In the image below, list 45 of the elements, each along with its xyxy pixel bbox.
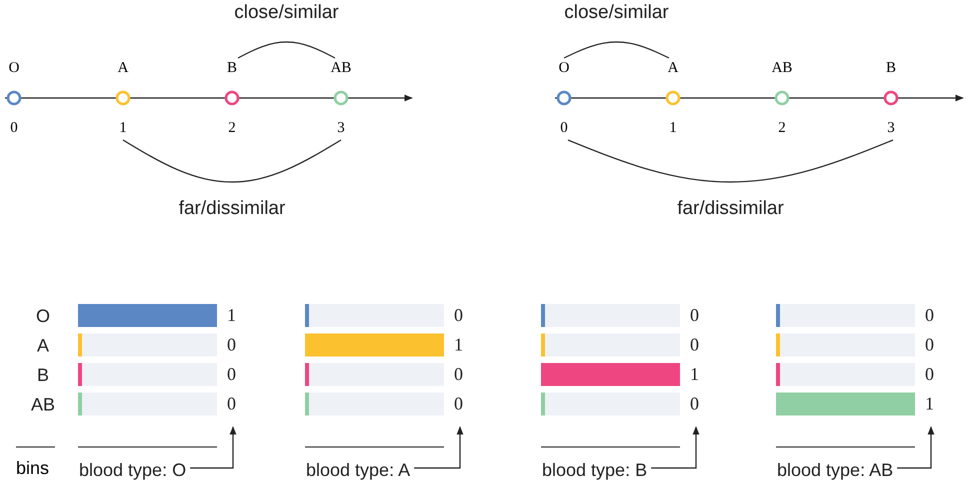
value-label: 0: [454, 305, 463, 325]
value-label: 0: [690, 305, 699, 325]
similarity-arc: [238, 41, 336, 59]
axis-title: blood type: AB: [777, 460, 894, 480]
position-number: 1: [118, 120, 128, 136]
value-label: 0: [925, 305, 934, 325]
value-label: 1: [454, 334, 463, 354]
value-label: 0: [690, 394, 699, 414]
axis-title: blood type: A: [306, 460, 410, 480]
axis-title: blood type: B: [542, 460, 648, 480]
position-number: 3: [336, 120, 346, 136]
position-number: 3: [886, 120, 896, 136]
category-letter: AB: [770, 60, 794, 76]
position-number: 0: [559, 120, 569, 136]
value-label: 0: [454, 364, 463, 384]
position-number: 0: [9, 120, 19, 136]
value-label: 1: [227, 305, 236, 325]
category-label: O: [36, 306, 50, 326]
category-label: B: [37, 365, 49, 385]
category-letter: A: [666, 60, 680, 76]
value-label: 0: [227, 334, 236, 354]
value-label: 0: [454, 394, 463, 414]
category-letter: A: [116, 60, 130, 76]
value-label: 0: [227, 364, 236, 384]
similarity-arc: [122, 139, 342, 183]
position-number: 2: [227, 120, 237, 136]
position-number: 2: [777, 120, 787, 136]
position-number: 1: [668, 120, 678, 136]
category-letter: O: [558, 60, 570, 76]
category-label: AB: [31, 394, 55, 414]
value-label: 0: [690, 334, 699, 354]
axis-title: blood type: O: [79, 460, 186, 480]
category-letter: AB: [330, 60, 352, 76]
value-label: 0: [925, 364, 934, 384]
category-letter: B: [226, 60, 238, 76]
category-letter: O: [8, 60, 20, 76]
bins-label: bins: [16, 457, 50, 479]
value-label: 1: [690, 364, 699, 384]
category-letter: B: [884, 60, 897, 76]
similarity-arc: [568, 139, 894, 183]
similarity-arc: [564, 41, 670, 59]
value-label: 0: [227, 394, 236, 414]
value-label: 1: [925, 394, 934, 414]
category-label: A: [37, 336, 49, 356]
value-label: 0: [925, 334, 934, 354]
